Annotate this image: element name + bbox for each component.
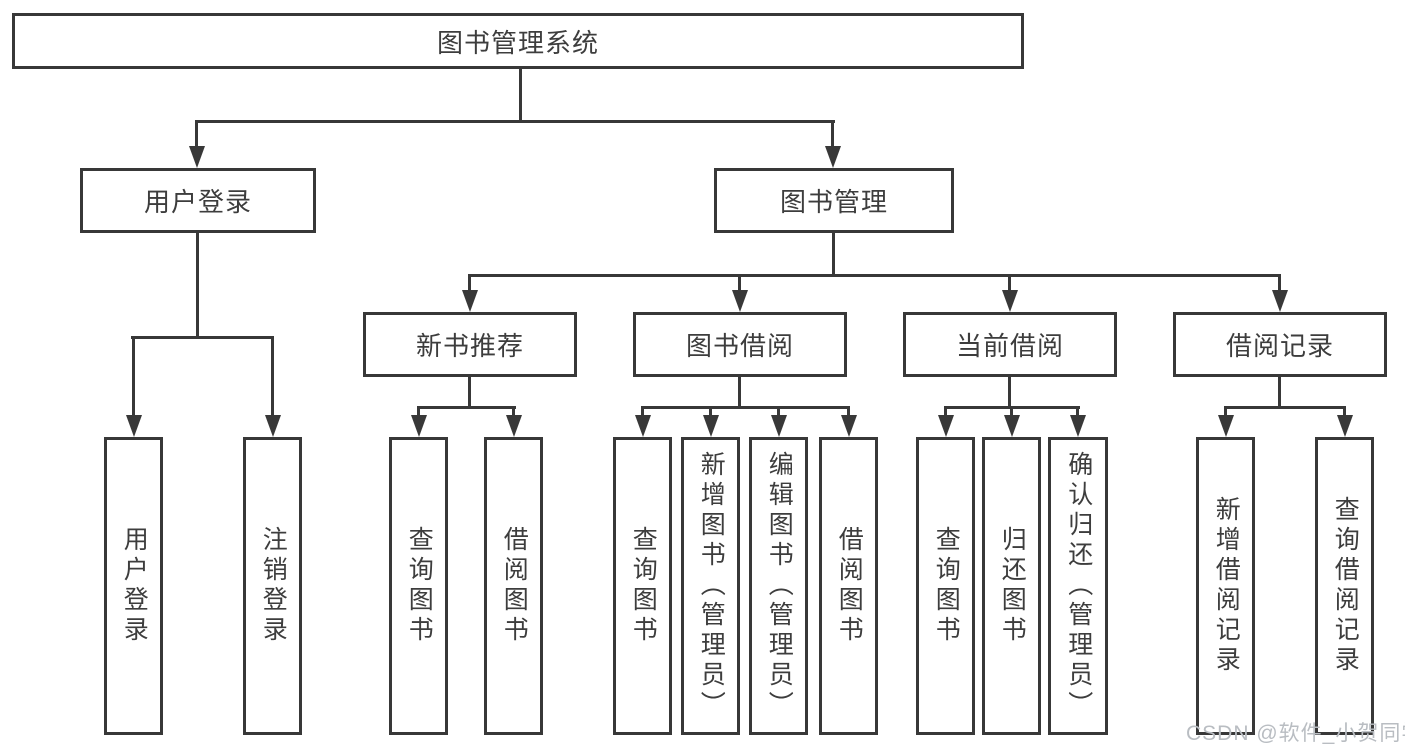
connector-arrowhead bbox=[1004, 415, 1020, 437]
node-borrow-records: 借阅记录 bbox=[1173, 312, 1387, 377]
leaf-user-login-label: 用户登录 bbox=[120, 526, 149, 646]
connector-arrowhead bbox=[825, 146, 841, 168]
connector-arrowhead bbox=[1002, 290, 1018, 312]
connector-arrowhead bbox=[265, 415, 281, 437]
connector-arrowhead bbox=[1337, 415, 1353, 437]
leaf-edit-book-admin-label: 编辑图书（管理员） bbox=[765, 451, 794, 721]
connector-vline bbox=[738, 377, 741, 406]
connector-vline bbox=[777, 406, 780, 415]
connector-hline bbox=[468, 274, 1281, 277]
leaf-query-book-borrow-label: 查询图书 bbox=[629, 526, 658, 646]
connector-vline bbox=[847, 406, 850, 415]
node-borrow-records-label: 借阅记录 bbox=[1225, 331, 1334, 361]
node-book-borrow-label: 图书借阅 bbox=[685, 331, 794, 361]
connector-arrowhead bbox=[126, 415, 142, 437]
node-library-system-label: 图书管理系统 bbox=[436, 27, 599, 58]
connector-vline bbox=[832, 232, 835, 274]
leaf-query-book-current: 查询图书 bbox=[916, 437, 975, 735]
connector-vline bbox=[1008, 274, 1011, 290]
leaf-return-book: 归还图书 bbox=[982, 437, 1041, 735]
leaf-query-book-recommend-label: 查询图书 bbox=[405, 526, 434, 646]
node-current-borrow: 当前借阅 bbox=[903, 312, 1117, 377]
node-book-management-label: 图书管理 bbox=[779, 187, 888, 217]
connector-arrowhead bbox=[703, 415, 719, 437]
connector-vline bbox=[1010, 406, 1013, 415]
connector-arrowhead bbox=[189, 146, 205, 168]
leaf-borrow-book-recommend: 借阅图书 bbox=[484, 437, 543, 735]
connector-hline bbox=[417, 406, 516, 409]
connector-hline bbox=[641, 406, 850, 409]
leaf-add-book-admin-label: 新增图书（管理员） bbox=[697, 451, 726, 721]
connector-arrowhead bbox=[841, 415, 857, 437]
leaf-borrow-book: 借阅图书 bbox=[819, 437, 878, 735]
leaf-query-borrow-record: 查询借阅记录 bbox=[1315, 437, 1374, 735]
connector-vline bbox=[1278, 377, 1281, 406]
leaf-return-book-label: 归还图书 bbox=[998, 526, 1027, 646]
leaf-confirm-return-admin-label: 确认归还（管理员） bbox=[1064, 451, 1093, 721]
connector-vline bbox=[1076, 406, 1079, 415]
leaf-query-book-borrow: 查询图书 bbox=[613, 437, 672, 735]
connector-vline bbox=[468, 377, 471, 406]
leaf-add-book-admin: 新增图书（管理员） bbox=[681, 437, 740, 735]
connector-vline bbox=[944, 406, 947, 415]
connector-vline bbox=[831, 120, 834, 146]
leaf-logout: 注销登录 bbox=[243, 437, 302, 735]
leaf-edit-book-admin: 编辑图书（管理员） bbox=[749, 437, 808, 735]
connector-arrowhead bbox=[771, 415, 787, 437]
node-user-login-label: 用户登录 bbox=[143, 187, 252, 217]
node-book-borrow: 图书借阅 bbox=[633, 312, 847, 377]
node-current-borrow-label: 当前借阅 bbox=[955, 331, 1064, 361]
connector-vline bbox=[738, 274, 741, 290]
connector-arrowhead bbox=[635, 415, 651, 437]
node-user-login: 用户登录 bbox=[80, 168, 316, 233]
leaf-logout-label: 注销登录 bbox=[259, 526, 288, 646]
leaf-query-borrow-record-label: 查询借阅记录 bbox=[1331, 496, 1360, 676]
connector-vline bbox=[641, 406, 644, 415]
connector-hline bbox=[1224, 406, 1346, 409]
connector-vline bbox=[709, 406, 712, 415]
connector-arrowhead bbox=[1272, 290, 1288, 312]
node-book-management: 图书管理 bbox=[714, 168, 954, 233]
leaf-add-borrow-record: 新增借阅记录 bbox=[1196, 437, 1255, 735]
connector-hline bbox=[195, 120, 835, 123]
connector-vline bbox=[512, 406, 515, 415]
connector-vline bbox=[1224, 406, 1227, 415]
leaf-query-book-recommend: 查询图书 bbox=[389, 437, 448, 735]
connector-arrowhead bbox=[1070, 415, 1086, 437]
connector-vline bbox=[195, 120, 198, 146]
node-library-system: 图书管理系统 bbox=[12, 13, 1024, 69]
connector-vline bbox=[1343, 406, 1346, 415]
connector-vline bbox=[519, 69, 522, 120]
connector-hline bbox=[131, 336, 274, 339]
connector-vline bbox=[271, 336, 274, 415]
leaf-borrow-book-label: 借阅图书 bbox=[835, 526, 864, 646]
connector-arrowhead bbox=[411, 415, 427, 437]
leaf-user-login: 用户登录 bbox=[104, 437, 163, 735]
connector-vline bbox=[196, 233, 199, 336]
connector-arrowhead bbox=[938, 415, 954, 437]
connector-arrowhead bbox=[732, 290, 748, 312]
connector-arrowhead bbox=[506, 415, 522, 437]
connector-vline bbox=[468, 274, 471, 290]
node-new-book-recommend: 新书推荐 bbox=[363, 312, 577, 377]
connector-arrowhead bbox=[1218, 415, 1234, 437]
connector-arrowhead bbox=[462, 290, 478, 312]
leaf-borrow-book-recommend-label: 借阅图书 bbox=[500, 526, 529, 646]
connector-vline bbox=[1278, 274, 1281, 290]
leaf-confirm-return-admin: 确认归还（管理员） bbox=[1048, 437, 1108, 735]
leaf-query-book-current-label: 查询图书 bbox=[932, 526, 961, 646]
connector-vline bbox=[132, 336, 135, 415]
leaf-add-borrow-record-label: 新增借阅记录 bbox=[1212, 496, 1241, 676]
connector-vline bbox=[1008, 377, 1011, 406]
connector-vline bbox=[417, 406, 420, 415]
csdn-watermark: CSDN @软件_小贺同学 bbox=[1186, 722, 1405, 745]
node-new-book-recommend-label: 新书推荐 bbox=[415, 331, 524, 361]
